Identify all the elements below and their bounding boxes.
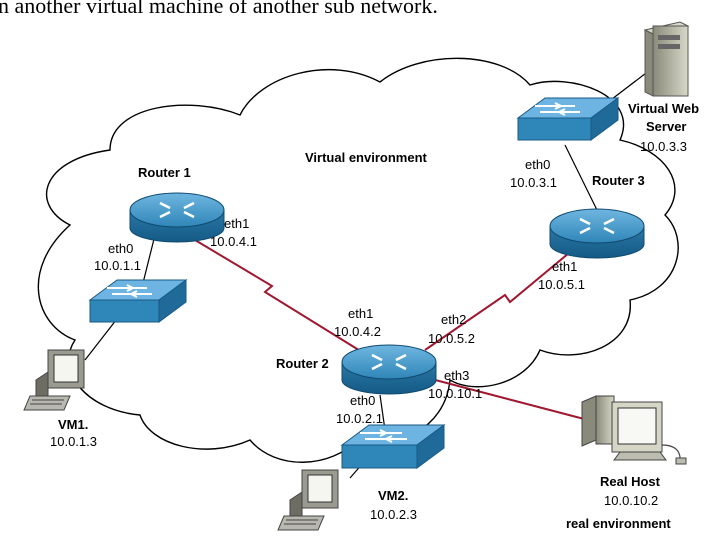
realhost-ip: 10.0.10.2 <box>604 493 658 508</box>
virtual-environment-label: Virtual environment <box>305 150 428 165</box>
router1-eth0-ip: 10.0.1.1 <box>94 258 141 273</box>
router2-eth0-ip: 10.0.2.1 <box>336 411 383 426</box>
vm1-name: VM1. <box>58 417 88 432</box>
page-caption: n another virtual machine of another sub… <box>0 0 438 18</box>
router2-eth1-ip: 10.0.4.2 <box>334 324 381 339</box>
real-host-computer-icon <box>581 395 687 465</box>
router1-eth1-ip: 10.0.4.1 <box>210 234 257 249</box>
switch-1 <box>88 279 188 323</box>
link-router2-realhost <box>419 375 589 421</box>
link-router2-switch2 <box>379 394 386 431</box>
router2-eth0-label: eth0 <box>350 393 375 408</box>
router3-name: Router 3 <box>592 173 645 188</box>
router-1 <box>129 192 225 243</box>
router2-eth1-label: eth1 <box>348 306 373 321</box>
router3-eth0-ip: 10.0.3.1 <box>510 175 557 190</box>
link-switch3-router3 <box>564 144 598 211</box>
router2-eth3-ip: 10.0.10.1 <box>428 386 482 401</box>
switch-2 <box>340 424 446 469</box>
virtual-environment-cloud <box>37 57 679 463</box>
vm2-ip: 10.0.2.3 <box>370 507 417 522</box>
vm1-computer-icon <box>23 349 85 411</box>
router3-eth1-ip: 10.0.5.1 <box>538 277 585 292</box>
real-environment-label: real environment <box>566 516 671 531</box>
router-2 <box>341 344 437 395</box>
router2-eth2-label: eth2 <box>441 312 466 327</box>
webserver-ip: 10.0.3.3 <box>640 139 687 154</box>
router3-eth1-label: eth1 <box>552 259 577 274</box>
router2-eth2-ip: 10.0.5.2 <box>428 331 475 346</box>
webserver-name-2: Server <box>646 119 686 134</box>
vm2-name: VM2. <box>378 488 408 503</box>
serial-link-router2-router3 <box>424 247 576 351</box>
router3-eth0-label: eth0 <box>525 157 550 172</box>
vm1-ip: 10.0.1.3 <box>50 434 97 449</box>
router1-name: Router 1 <box>138 165 191 180</box>
router1-eth0-label: eth0 <box>108 241 133 256</box>
web-server-icon <box>643 21 690 97</box>
realhost-name: Real Host <box>600 474 661 489</box>
vm2-computer-icon <box>277 469 339 531</box>
router2-eth3-label: eth3 <box>444 368 469 383</box>
webserver-name-1: Virtual Web <box>628 101 699 116</box>
router1-eth1-label: eth1 <box>224 216 249 231</box>
switch-3 <box>516 97 620 141</box>
router-3 <box>549 208 645 259</box>
router2-name: Router 2 <box>276 356 329 371</box>
serial-link-router1-router2 <box>194 239 363 353</box>
